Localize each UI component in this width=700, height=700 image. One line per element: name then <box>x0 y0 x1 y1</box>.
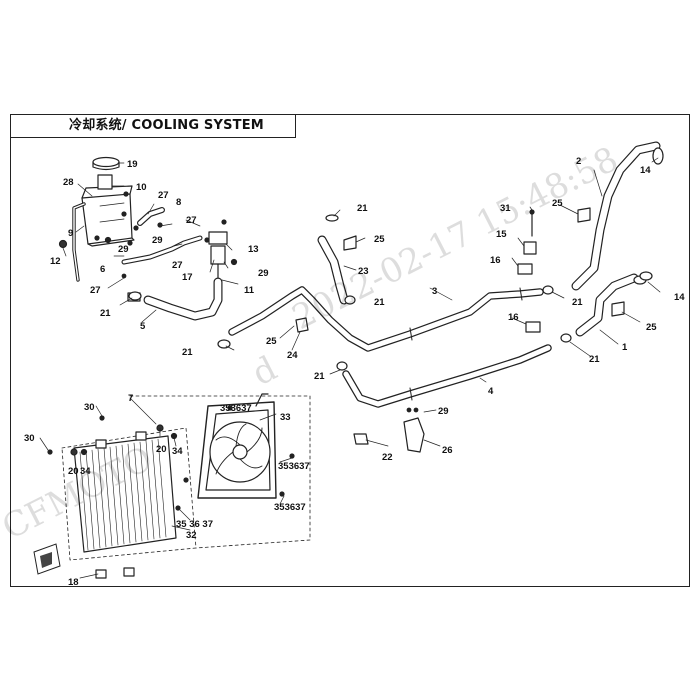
page-title: 冷却系统/ COOLING SYSTEM <box>10 114 296 138</box>
part-label: 30 <box>24 433 35 444</box>
part-label: 353637 <box>220 403 252 414</box>
part-label: 10 <box>136 182 147 193</box>
part-label: 25 <box>266 336 277 347</box>
part-label: 35 36 37 <box>176 519 213 530</box>
part-label: 9 <box>68 228 73 239</box>
part-label: 14 <box>674 292 685 303</box>
part-label: 27 <box>90 285 101 296</box>
part-label: 25 <box>374 234 385 245</box>
part-label: 13 <box>248 244 259 255</box>
part-label: 3 <box>432 286 437 297</box>
watermark-date: 2022-02-17 15:48:58 <box>286 139 625 338</box>
part-labels: 19 10 28 27 8 27 9 29 29 12 13 27 6 29 1… <box>24 156 685 588</box>
part-label: 23 <box>358 266 369 277</box>
part-label: 21 <box>182 347 193 358</box>
watermark-fragment: d <box>246 348 284 394</box>
diagram-frame <box>10 114 690 587</box>
part-label: 353637 <box>274 502 306 513</box>
part-label: 14 <box>640 165 651 176</box>
part-label: 20 <box>68 466 79 477</box>
part-label: 7 <box>128 393 133 404</box>
part-label: 21 <box>572 297 583 308</box>
part-label: 34 <box>172 446 183 457</box>
part-label: 19 <box>127 159 138 170</box>
part-label: 26 <box>442 445 453 456</box>
part-label: 27 <box>158 190 169 201</box>
part-label: 33 <box>280 412 291 423</box>
part-label: 29 <box>152 235 163 246</box>
part-label: 21 <box>357 203 368 214</box>
part-label: 21 <box>589 354 600 365</box>
part-label: 1 <box>622 342 628 353</box>
part-label: 24 <box>287 350 298 361</box>
part-label: 2 <box>576 156 581 167</box>
part-label: 25 <box>552 198 563 209</box>
part-label: 22 <box>382 452 393 463</box>
part-label: 29 <box>118 244 129 255</box>
part-label: 28 <box>63 177 74 188</box>
front-arrow-icon <box>33 543 61 575</box>
part-label: 25 <box>646 322 657 333</box>
expansion-tank <box>58 156 163 282</box>
part-label: 21 <box>100 308 111 319</box>
part-label: 21 <box>374 297 385 308</box>
part-label: 27 <box>186 215 197 226</box>
part-label: 5 <box>140 321 146 332</box>
part-label: 27 <box>172 260 183 271</box>
part-label: 16 <box>508 312 519 323</box>
part-label: 353637 <box>278 461 310 472</box>
part-label: 29 <box>438 406 449 417</box>
part-label: 4 <box>488 386 494 397</box>
part-label: 11 <box>244 285 255 296</box>
part-label: 6 <box>100 264 105 275</box>
part-label: 21 <box>314 371 325 382</box>
part-label: 31 <box>500 203 511 214</box>
part-label: 18 <box>68 577 79 588</box>
part-label: 20 <box>156 444 167 455</box>
part-label: 17 <box>182 272 193 283</box>
part-label: 15 <box>496 229 507 240</box>
part-label: 34 <box>80 466 91 477</box>
part-label: 29 <box>258 268 269 279</box>
part-label: 30 <box>84 402 95 413</box>
part-label: 8 <box>176 197 181 208</box>
part-label: 32 <box>186 530 197 541</box>
part-label: 16 <box>490 255 501 266</box>
part-label: 12 <box>50 256 61 267</box>
